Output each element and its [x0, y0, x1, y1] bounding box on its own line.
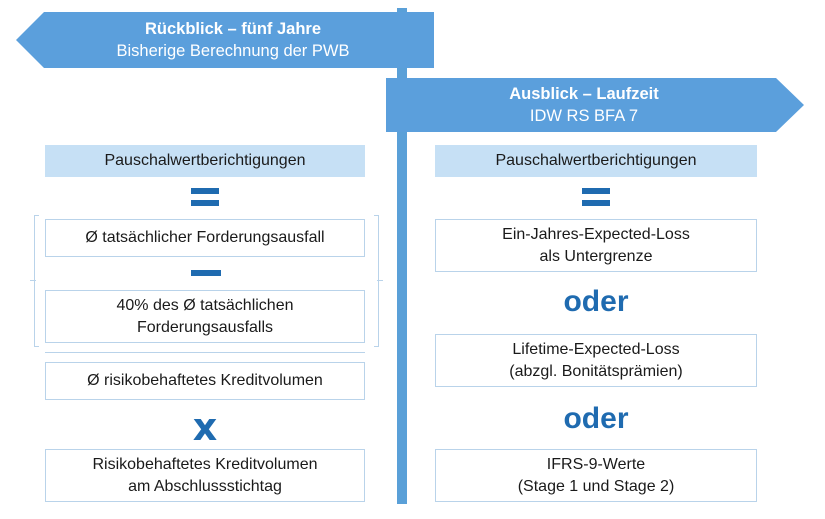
right-box1-line2: als Untergrenze — [539, 247, 653, 265]
right-oder-1: oder — [563, 285, 629, 318]
signpost-pole — [397, 8, 407, 504]
left-box-40-percent: 40% des Ø tatsächlichen Forderungsausfal… — [45, 290, 365, 343]
left-minus-icon — [191, 270, 221, 276]
right-box2-line2: (abzgl. Bonitätsprämien) — [509, 362, 683, 380]
left-box4-line1: Risikobehaftetes Kreditvolumen — [92, 455, 318, 473]
left-arrow-title: Rückblick – fünf Jahre — [144, 20, 322, 38]
right-equals-icon — [582, 188, 610, 212]
right-header: Pauschalwertberichtigungen — [435, 145, 757, 177]
right-arrow-sign: Ausblick – Laufzeit IDW RS BFA 7 — [386, 78, 804, 132]
right-box-ifrs9: IFRS-9-Werte (Stage 1 und Stage 2) — [435, 449, 757, 502]
right-arrow-subtitle: IDW RS BFA 7 — [529, 107, 639, 125]
left-header: Pauschalwertberichtigungen — [45, 145, 365, 177]
left-divider — [45, 352, 365, 353]
bracket-tick-right — [377, 280, 383, 281]
left-box3-text: Ø risikobehaftetes Kreditvolumen — [87, 372, 323, 389]
left-box-abschlussstichtag: Risikobehaftetes Kreditvolumen am Abschl… — [45, 449, 365, 502]
left-box2-line2: Forderungsausfalls — [136, 318, 274, 336]
right-arrow-title: Ausblick – Laufzeit — [509, 85, 659, 103]
left-equals-icon — [191, 188, 219, 212]
left-box4-line2: am Abschlussstichtag — [128, 477, 282, 495]
left-arrow-subtitle: Bisherige Berechnung der PWB — [116, 42, 350, 60]
right-box-one-year-el: Ein-Jahres-Expected-Loss als Untergrenze — [435, 219, 757, 272]
left-box2-line1: 40% des Ø tatsächlichen — [116, 296, 294, 314]
right-box3-line1: IFRS-9-Werte — [546, 455, 646, 473]
left-box-kreditvolumen: Ø risikobehaftetes Kreditvolumen — [45, 362, 365, 400]
right-box3-line2: (Stage 1 und Stage 2) — [517, 477, 675, 495]
right-oder-2: oder — [563, 402, 629, 435]
right-box-lifetime-el: Lifetime-Expected-Loss (abzgl. Bonitätsp… — [435, 334, 757, 387]
left-bracket — [34, 215, 39, 347]
multiply-icon: x — [192, 405, 218, 449]
left-box-forderungsausfall: Ø tatsächlicher Forderungsausfall — [45, 219, 365, 257]
bracket-tick-left — [30, 280, 36, 281]
right-box1-line1: Ein-Jahres-Expected-Loss — [502, 225, 690, 243]
left-arrow-sign: Rückblick – fünf Jahre Bisherige Berechn… — [16, 12, 434, 68]
right-box2-line1: Lifetime-Expected-Loss — [512, 340, 680, 358]
left-box1-text: Ø tatsächlicher Forderungsausfall — [85, 229, 325, 246]
right-bracket — [374, 215, 379, 347]
